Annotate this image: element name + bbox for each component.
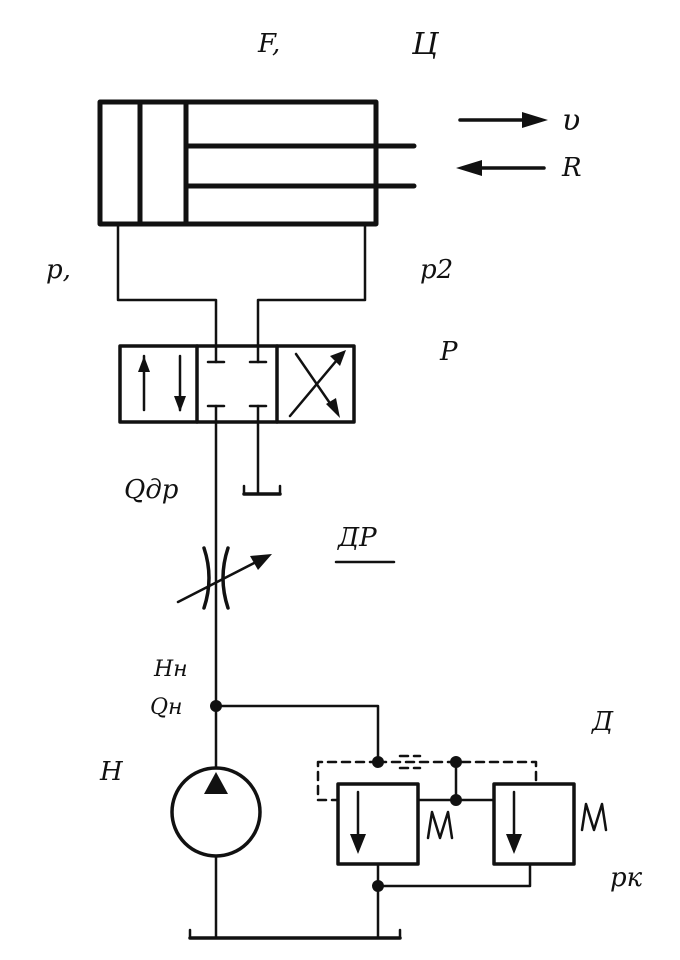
cylinder-body xyxy=(97,99,379,227)
label-pump-pressure: Hн xyxy=(153,657,188,682)
label-pk: pк xyxy=(610,863,643,893)
adjustable-throttle xyxy=(176,546,272,610)
label-velocity: υ xyxy=(562,103,580,138)
hydraulic-cylinder xyxy=(97,99,417,227)
label-load: R xyxy=(561,153,582,183)
label-pump-flow: Qн xyxy=(150,695,183,720)
line-p2 xyxy=(256,222,367,348)
label-throttle: ДР xyxy=(337,523,377,553)
label-cylinder: Ц xyxy=(411,27,440,62)
relief-valve-main xyxy=(336,782,420,866)
label-p2: p2 xyxy=(420,255,453,285)
velocity-arrow xyxy=(458,112,548,128)
line-p1 xyxy=(116,222,218,348)
label-pump: Н xyxy=(99,757,124,787)
label-cylinder-partial: F, xyxy=(257,29,280,59)
pump-outlet-arrow xyxy=(204,772,228,794)
relief-branch-line xyxy=(214,704,380,764)
label-p1: p, xyxy=(46,255,71,285)
cylinder-lines xyxy=(116,222,367,348)
relief-valve-pilot xyxy=(492,782,576,866)
valve-body xyxy=(118,344,356,424)
relief-valve-assembly xyxy=(316,754,608,940)
bottom-tank-line xyxy=(188,928,402,940)
valve-tank-line xyxy=(242,420,282,496)
label-q-throttle: Qдр xyxy=(124,475,179,505)
label-relief: Д xyxy=(591,707,614,737)
label-valve: P xyxy=(439,337,458,367)
load-arrow xyxy=(456,160,546,176)
pump xyxy=(170,766,262,940)
directional-valve xyxy=(118,344,356,424)
